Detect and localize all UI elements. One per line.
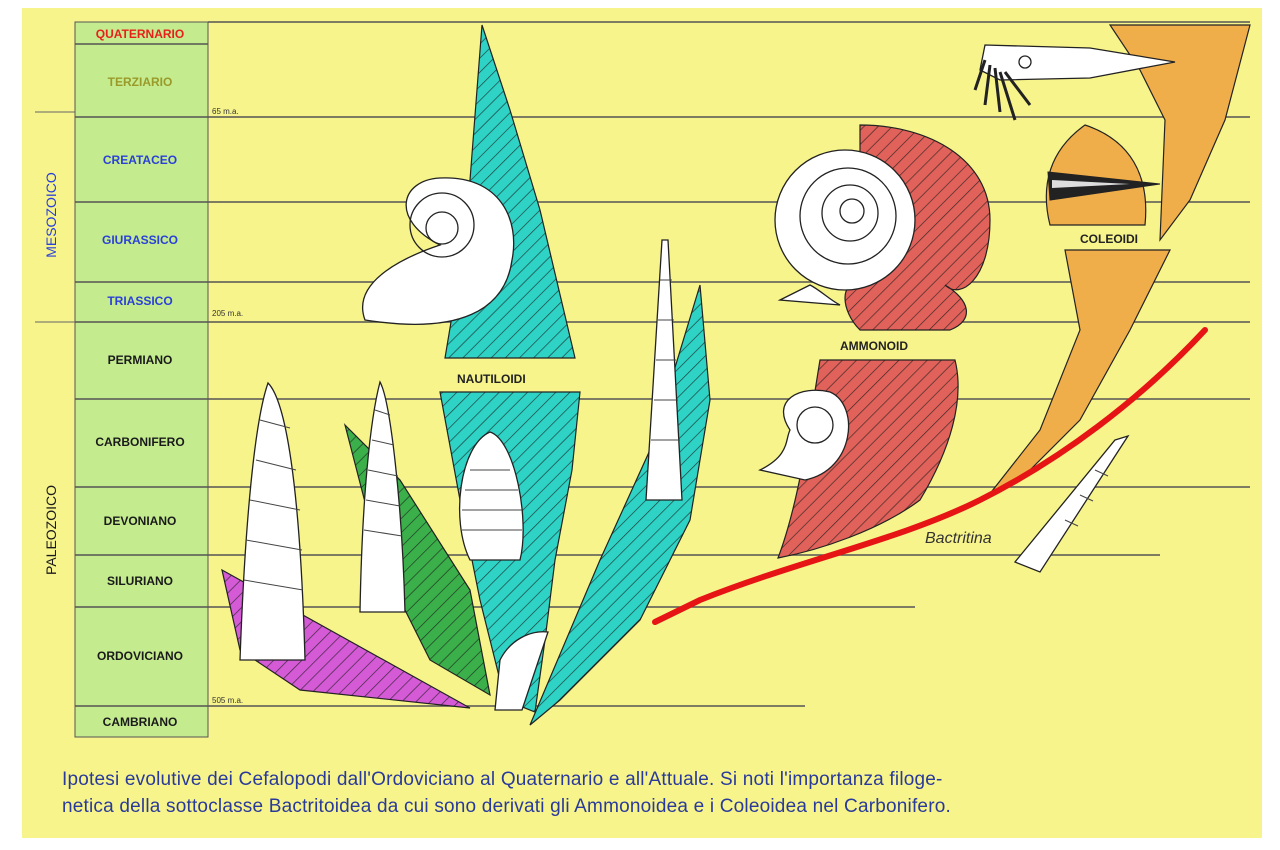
caption-line-1: Ipotesi evolutive dei Cefalopodi dall'Or…: [62, 766, 1242, 793]
group-label-coleoidi: COLEOIDI: [1080, 232, 1138, 246]
period-label-cretaceo: CREATACEO: [103, 153, 177, 167]
period-label-quaternario: QUATERNARIO: [96, 27, 184, 41]
period-label-triassico: TRIASSICO: [107, 294, 172, 308]
period-label-carbonifero: CARBONIFERO: [95, 435, 184, 449]
era-label-mesozoico: MESOZOICO: [43, 172, 59, 258]
group-label-nautiloidi: NAUTILOIDI: [457, 372, 526, 386]
period-label-cambriano: CAMBRIANO: [103, 715, 178, 729]
age-marker-505: 505 m.a.: [212, 696, 243, 705]
period-label-giurassico: GIURASSICO: [102, 233, 178, 247]
group-label-ammonoid: AMMONOID: [840, 339, 908, 353]
age-marker-65: 65 m.a.: [212, 107, 239, 116]
geologic-column: [75, 22, 208, 737]
period-label-terziario: TERZIARIO: [108, 75, 173, 89]
figure-caption: Ipotesi evolutive dei Cefalopodi dall'Or…: [62, 766, 1242, 820]
period-label-siluriano: SILURIANO: [107, 574, 173, 588]
era-label-paleozoico: PALEOZOICO: [43, 485, 59, 575]
period-label-ordoviciano: ORDOVICIANO: [97, 649, 183, 663]
group-label-bactritina: Bactritina: [925, 530, 992, 547]
caption-line-2: netica della sottoclasse Bactritoidea da…: [62, 793, 1242, 820]
age-marker-205: 205 m.a.: [212, 309, 243, 318]
period-label-permiano: PERMIANO: [108, 353, 173, 367]
period-label-devoniano: DEVONIANO: [104, 514, 177, 528]
